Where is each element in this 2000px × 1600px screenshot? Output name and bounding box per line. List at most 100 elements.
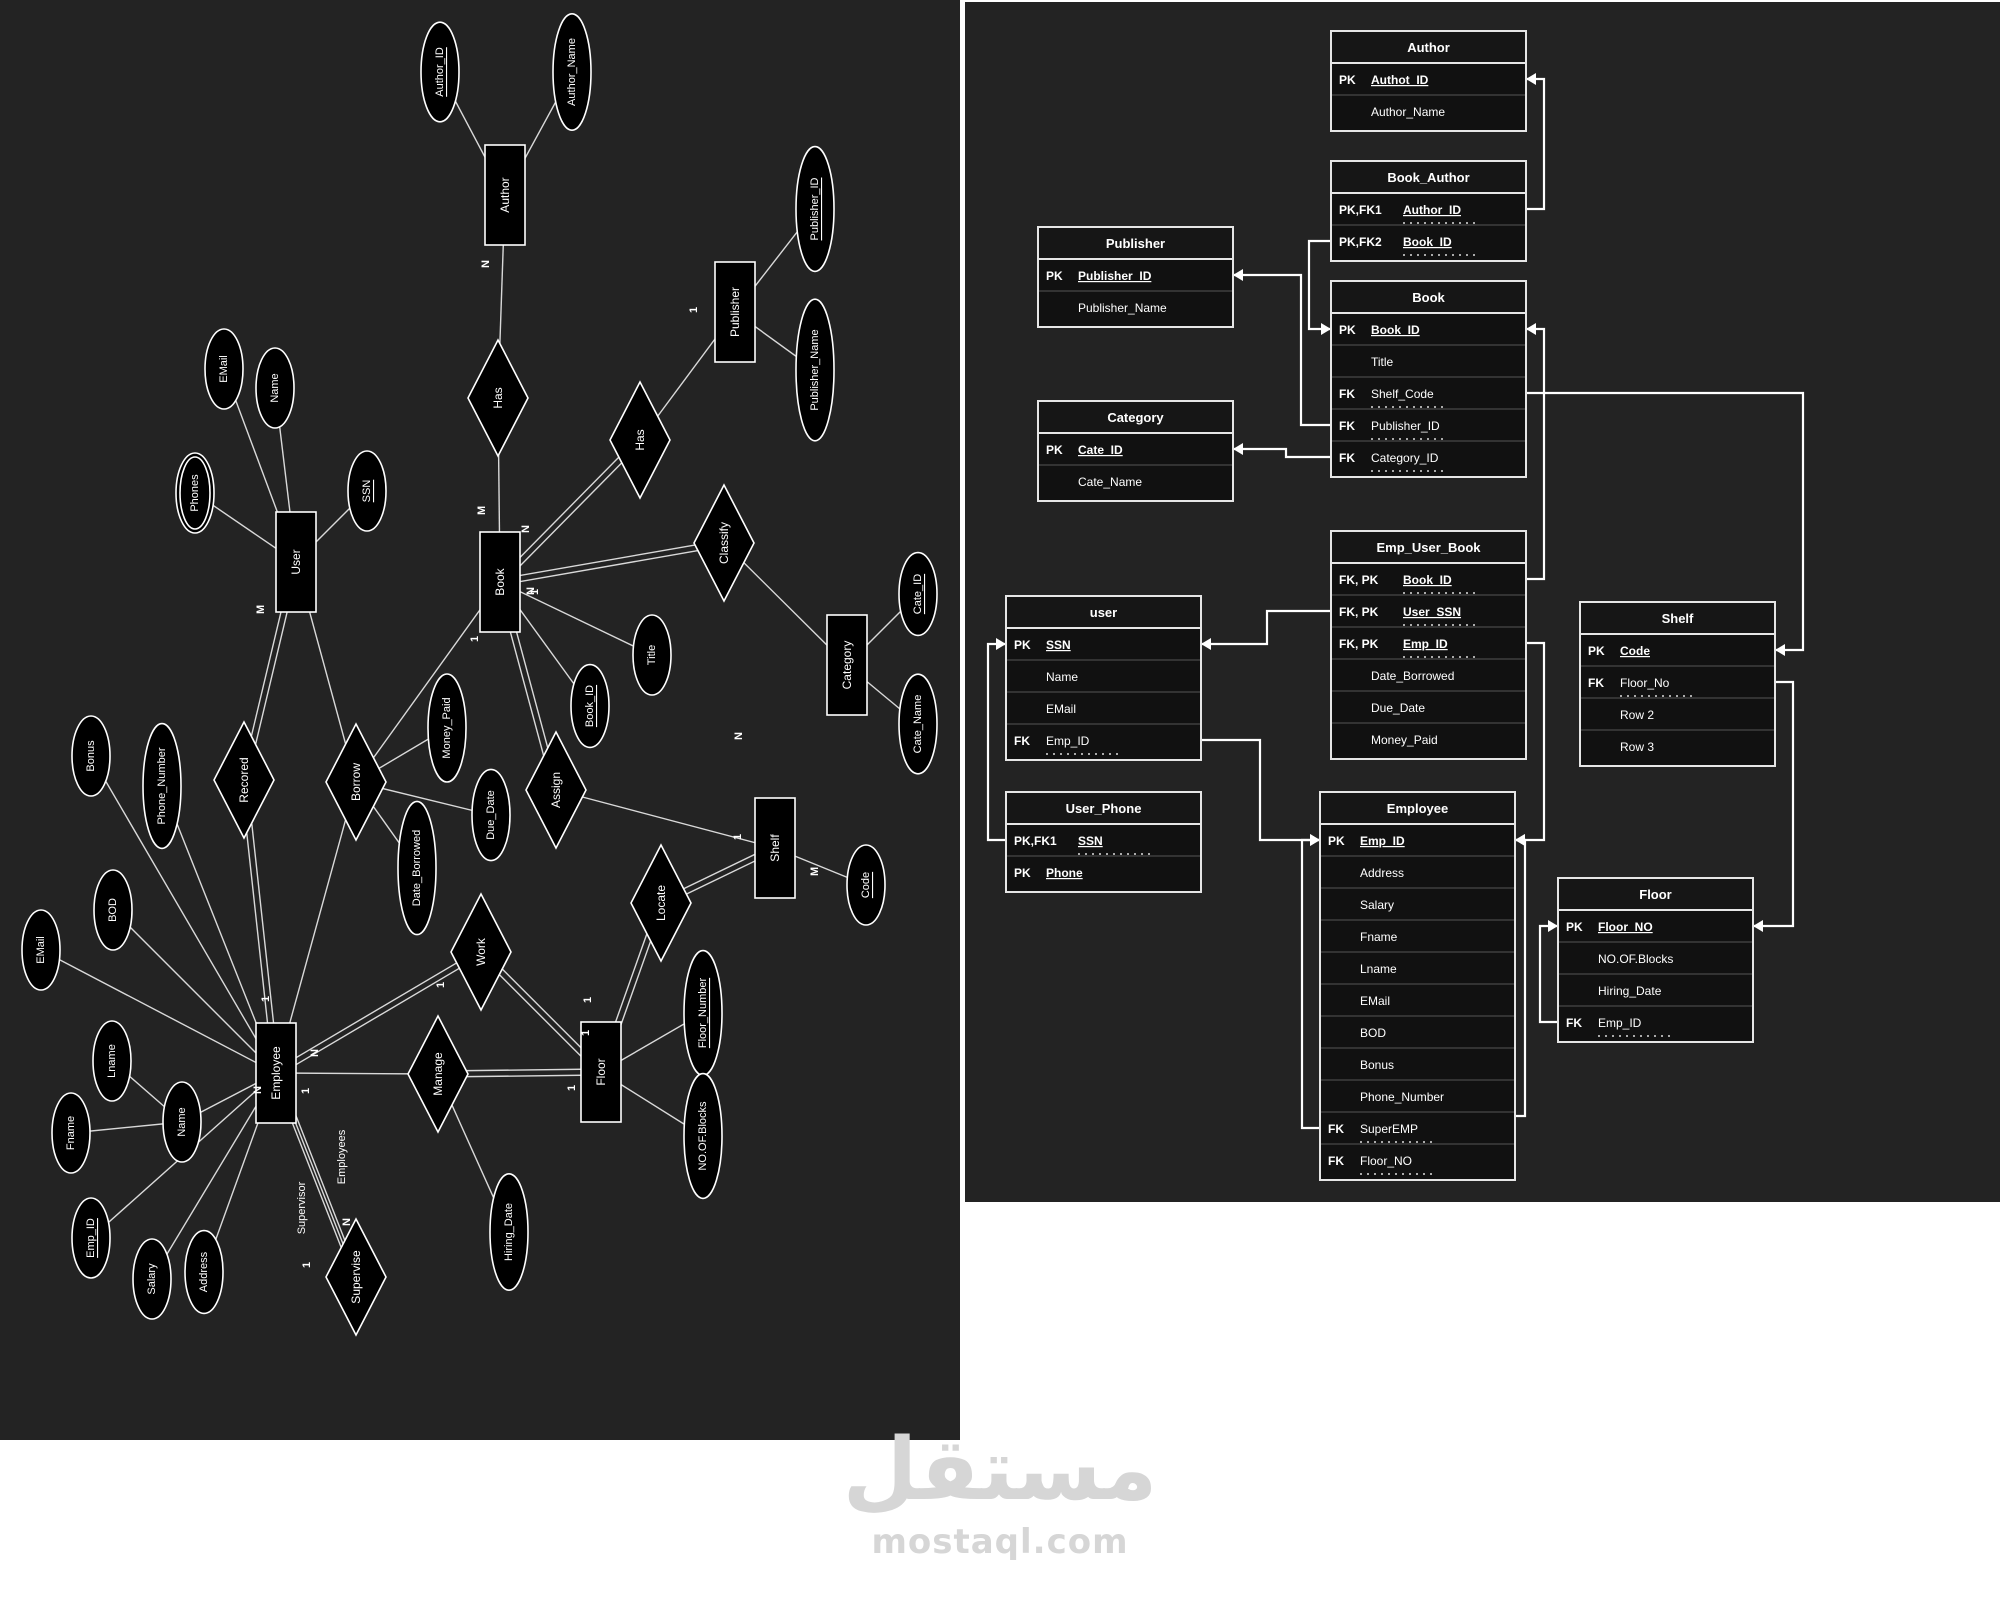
attribute-label: EMail [35,936,47,964]
entity-box [714,261,756,363]
row-key: FK, PK [1339,605,1379,619]
relationship-has2: Has [609,380,671,500]
attribute-oval [51,1092,91,1174]
fk-author [1526,77,1546,211]
row-key: FK [1339,451,1355,465]
row-field: Row 3 [1620,740,1654,754]
cardinality-label: 1 [260,996,272,1002]
attribute-label: NO.OF.Blocks [697,1101,709,1171]
entity-label: Author [498,177,512,212]
row-field: NO.OF.Blocks [1598,952,1673,966]
attribute-oval [92,1020,132,1102]
attribute-label: Name [269,373,281,402]
fk-superemp [1300,838,1320,1130]
watermark-latin: mostaql.com [871,1522,1129,1562]
table-title: Employee [1387,801,1448,816]
table-header [1005,791,1202,825]
cardinality-label: N [520,525,532,533]
entity-box [580,1021,622,1123]
attribute-due_date: Due_Date [471,768,511,862]
attribute-label: Name [176,1107,188,1136]
fk-arrowhead [1201,638,1211,650]
table-title: Floor [1639,887,1672,902]
fk-category [1233,447,1331,459]
attribute-oval [552,12,592,132]
entity-author: Author [484,144,526,246]
relationship-label: Has [633,429,647,450]
relationship-diamond [325,1217,387,1337]
attribute-label: Cate_Name [912,695,924,754]
relationship-diamond [450,892,512,1012]
er-connector [40,949,277,1074]
row-field: Bonus [1360,1058,1394,1072]
entity-label: Book [493,567,507,595]
row-key: FK, PK [1339,573,1379,587]
row-field: Row 2 [1620,708,1654,722]
row-field: Emp_ID [1360,834,1405,848]
row-key: PK [1339,73,1356,87]
entity-floor: Floor [580,1021,622,1123]
attribute-oval [632,614,672,696]
attribute-oval [132,1238,172,1320]
fk-floor-emp [1515,838,1527,1118]
row-key: FK [1588,676,1604,690]
fk-user-emp [1201,738,1320,842]
fk-phone-user [986,642,1006,842]
relationship-classify: Classify [693,483,755,603]
cardinality-label: 1 [582,997,594,1003]
attribute-code: Code [846,844,886,926]
entity-user: User [275,511,317,613]
row-key: PK [1046,269,1063,283]
relationship-diamond [325,722,387,842]
attribute-oval [184,1229,224,1315]
attribute-oval [162,1081,202,1163]
role-label-supervisor: Supervisor [296,1181,308,1234]
fk-arrowhead [1233,443,1243,455]
row-field: Title [1371,355,1394,369]
fk-arrowhead [1321,323,1331,335]
table-box [1319,791,1516,1181]
entity-box [754,797,796,899]
row-field: Code [1620,644,1650,658]
relationship-label: Classify [717,522,731,564]
cardinality-label: 1 [566,1085,578,1091]
fk-arrowhead [1526,73,1536,85]
attribute-label: SSN [361,480,373,503]
fk-arrowhead [1310,834,1320,846]
row-field: Due_Date [1371,701,1425,715]
fk-shelf [1526,391,1805,652]
cardinality-label: N [480,260,492,268]
table-header [1330,160,1527,194]
fk-eub-emp [1515,641,1546,842]
relationship-label: Has [491,387,505,408]
attribute-lname: Lname [92,1020,132,1102]
attribute-cate_name: Cate_Name [898,673,938,775]
row-key: FK [1014,734,1030,748]
fk-arrowhead [1775,644,1785,656]
er-connector [274,948,480,1072]
relationship-locate: Locate [630,843,692,963]
relationship-has1: Has [467,338,529,458]
table-title: Emp_User_Book [1376,540,1481,555]
attribute-label: Lname [106,1044,118,1078]
attribute-user_email: EMail [204,328,244,410]
cardinality-label: 1 [300,1088,312,1094]
row-field: Hiring_Date [1598,984,1662,998]
attribute-label: Code [860,872,872,898]
row-field: Phone [1046,866,1083,880]
attribute-oval [846,844,886,926]
relationship-diamond [525,730,587,850]
row-field: Lname [1360,962,1397,976]
table-header [1319,791,1516,825]
attribute-publisher_name: Publisher_Name [795,298,835,442]
attribute-oval-inner [179,456,211,530]
attribute-oval [71,715,111,797]
row-key: PK [1339,323,1356,337]
